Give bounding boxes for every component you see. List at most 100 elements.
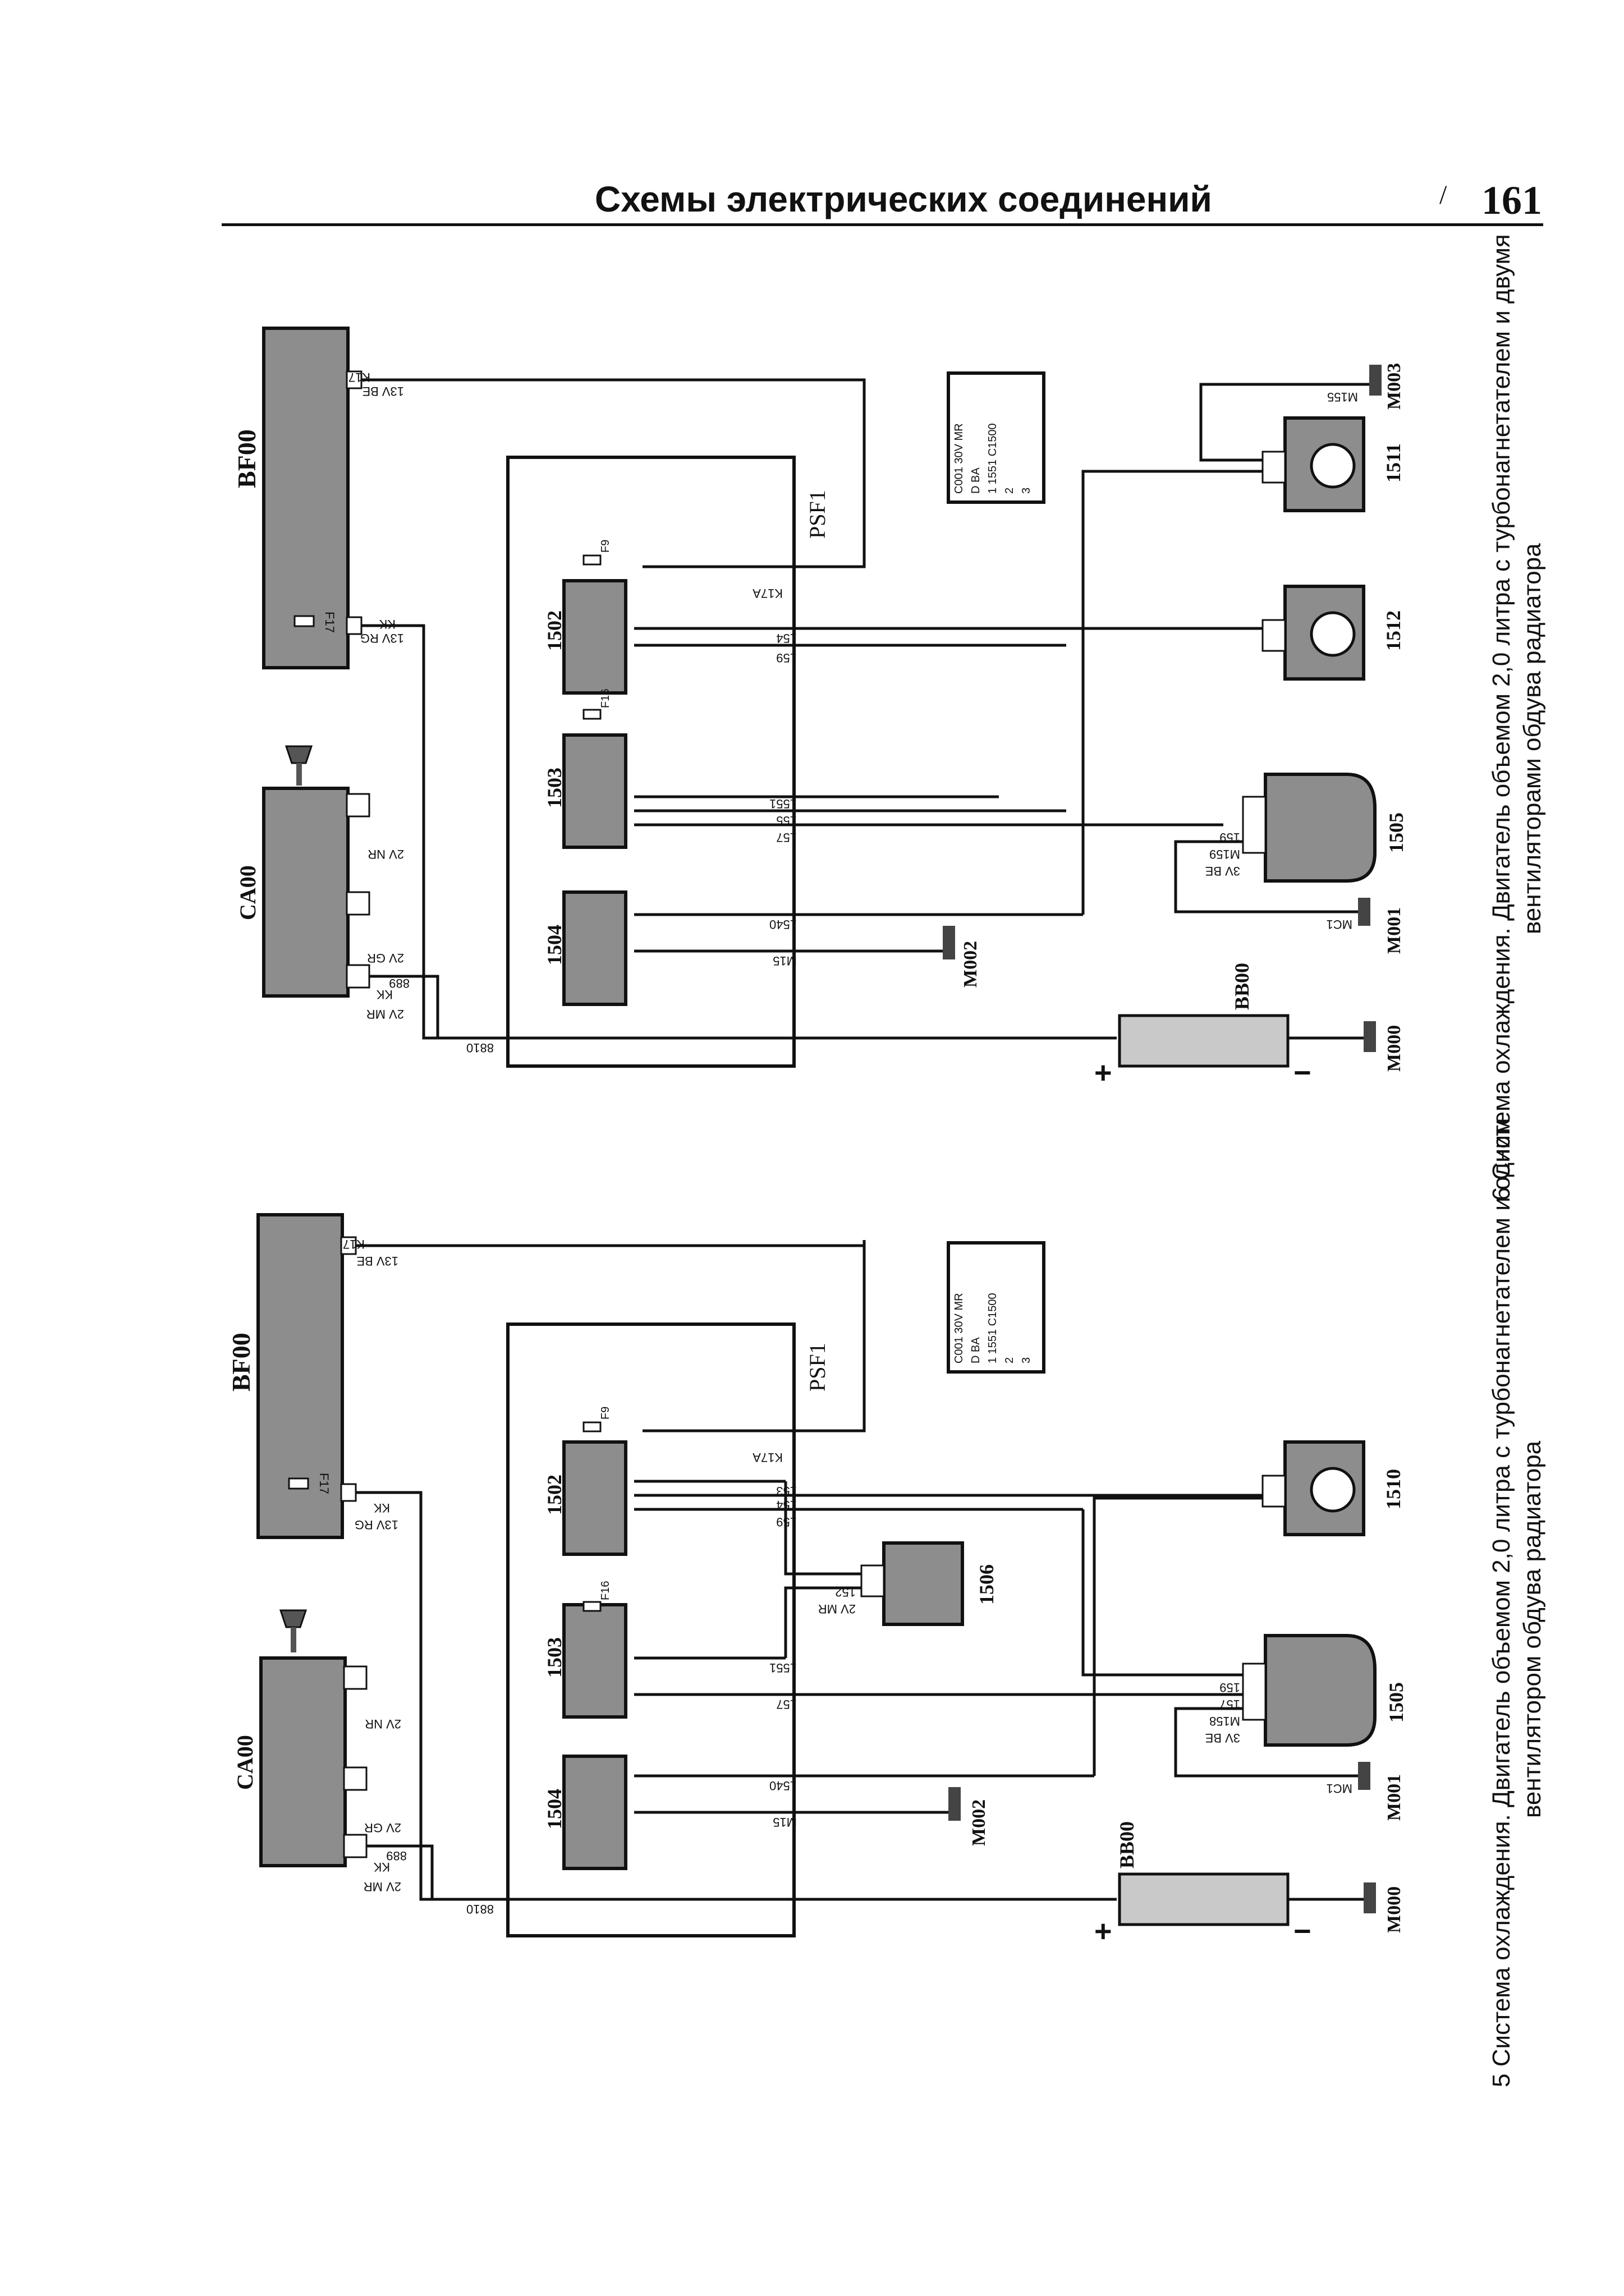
note-3: 3 xyxy=(1020,1357,1033,1363)
r1506-label: 1506 xyxy=(975,1564,998,1605)
minus-label: − xyxy=(1293,1914,1311,1948)
controller-1505-pins xyxy=(1242,796,1267,854)
note-d: D BA xyxy=(970,1337,982,1363)
k17a-label: K17A xyxy=(753,1450,783,1464)
wire-889 xyxy=(369,975,439,1038)
f9-label: F9 xyxy=(599,540,612,553)
bb00-battery xyxy=(1118,1014,1290,1068)
motor-1512-icon xyxy=(1310,611,1356,657)
note-1: 1 1551 C1500 xyxy=(987,1293,999,1363)
motor-1510-icon xyxy=(1310,1467,1356,1513)
wire-159-1505 xyxy=(1081,1509,1243,1677)
plus-label: + xyxy=(1094,1914,1112,1948)
k17a-label: K17A xyxy=(753,586,783,600)
c001-note xyxy=(947,1241,1045,1374)
motor-1510-pins xyxy=(1261,1475,1286,1508)
w889-label: 889 xyxy=(389,976,410,990)
nr2v-label: 2V NR xyxy=(365,1717,401,1731)
ca00-ignition-switch xyxy=(262,787,350,998)
wire-889 xyxy=(366,1844,434,1899)
k17-pin xyxy=(346,370,363,389)
relay-1502-label: 1502 xyxy=(543,1475,566,1515)
be3v-label: 3V BE xyxy=(1205,1731,1240,1745)
bb00-battery xyxy=(1118,1872,1290,1926)
f16-label: F16 xyxy=(599,1581,612,1600)
bb00-label: BB00 xyxy=(1231,963,1253,1010)
kk-label: KK xyxy=(373,1501,390,1515)
w889-label: 889 xyxy=(386,1849,407,1863)
caption-5-line2: вентилятором обдува радиатора xyxy=(1519,1440,1546,1818)
relay-1504-label: 1504 xyxy=(543,1789,566,1829)
c1505-label: 1505 xyxy=(1385,812,1407,853)
psf1-label: PSF1 xyxy=(805,1343,830,1392)
psf1-label: PSF1 xyxy=(805,490,830,539)
f17-fuse-icon xyxy=(293,615,315,627)
header-rule xyxy=(222,223,1543,226)
relay-1503 xyxy=(562,733,627,849)
wire-k17a xyxy=(643,393,866,568)
caption-5-line1: 5 Система охлаждения. Двигатель объемом … xyxy=(1488,1118,1515,2087)
be13-label: 13V BE xyxy=(356,1254,398,1268)
mr2v-1506-label: 2V MR xyxy=(818,1602,856,1616)
f16-fuse-icon xyxy=(582,709,602,720)
page-mark: / xyxy=(1439,180,1447,210)
f9-fuse-icon xyxy=(582,554,602,566)
gr2v-label: 2V GR xyxy=(364,1821,401,1835)
wire-1540-right xyxy=(1093,1496,1263,1776)
key-shaft-icon xyxy=(296,763,302,786)
ca00-pin-21a xyxy=(343,1766,368,1791)
wire-rg xyxy=(356,1491,802,1901)
caption-6-line1: 6 Система охлаждения. Двигатель объемом … xyxy=(1488,234,1515,1201)
f17-label: F17 xyxy=(317,1473,331,1494)
ca00-pin-21b xyxy=(343,1834,368,1858)
m1510-label: 1510 xyxy=(1382,1469,1405,1509)
controller-1505 xyxy=(1264,773,1377,883)
f17-label: F17 xyxy=(323,612,337,633)
bf00-fusebox xyxy=(262,327,350,669)
m003-ground-icon xyxy=(1369,365,1382,396)
w159r-label: 159 xyxy=(1219,1680,1240,1695)
diagram-top: BF00 F17 K17 13V BE 13V RG KK CA00 2V NR… xyxy=(232,234,1546,1201)
bb00-label: BB00 xyxy=(1116,1821,1138,1868)
m002-ground-icon xyxy=(943,926,955,959)
rg13-label: 13V RG xyxy=(360,631,404,645)
w157-label: 157 xyxy=(776,1697,797,1711)
page-title: Схемы электрических соединений xyxy=(595,179,1212,219)
m000-label: M000 xyxy=(1384,1025,1405,1072)
f9-label: F9 xyxy=(599,1407,612,1420)
kk2-label: KK xyxy=(376,988,393,1002)
m002-ground-icon xyxy=(948,1787,961,1821)
mr2v-label: 2V MR xyxy=(364,1880,401,1894)
w1540-label: 1540 xyxy=(769,1779,797,1793)
ca00-pin-12 xyxy=(346,793,370,818)
page-number: 161 xyxy=(1481,178,1542,223)
be3v-label: 3V BE xyxy=(1205,864,1240,878)
motor-1511-icon xyxy=(1310,443,1356,489)
ca00-label: CA00 xyxy=(232,1735,258,1790)
f16-fuse-icon xyxy=(582,1601,602,1612)
kk2-label: KK xyxy=(373,1860,390,1874)
relay-1502 xyxy=(562,579,627,695)
note-3: 3 xyxy=(1020,488,1033,494)
key-icon xyxy=(279,1609,308,1628)
note-1: 1 1551 C1500 xyxy=(987,423,999,494)
note-c001: C001 30V MR xyxy=(953,1293,965,1363)
relay-1503-label: 1503 xyxy=(543,768,566,808)
m000-ground-icon xyxy=(1364,1021,1376,1052)
relay-1504 xyxy=(562,1755,627,1870)
wm159-label: M159 xyxy=(1209,847,1240,861)
ca00-pin-12 xyxy=(343,1665,368,1690)
ca00-pin-21a xyxy=(346,891,370,916)
component-1506-pins xyxy=(860,1564,885,1597)
wm155-label: M155 xyxy=(1327,390,1358,404)
w8810-label: 8810 xyxy=(466,1041,494,1055)
wire-m158 xyxy=(1174,1707,1358,1778)
wm158-label: M158 xyxy=(1209,1714,1240,1728)
m003-label: M003 xyxy=(1384,363,1405,410)
gr2v-label: 2V GR xyxy=(367,951,404,965)
m001-ground-icon xyxy=(1358,1762,1370,1790)
caption-6-line2: вентиляторами обдува радиатора xyxy=(1519,543,1546,934)
component-1506 xyxy=(882,1541,964,1626)
wmc1-label: MC1 xyxy=(1327,917,1352,931)
